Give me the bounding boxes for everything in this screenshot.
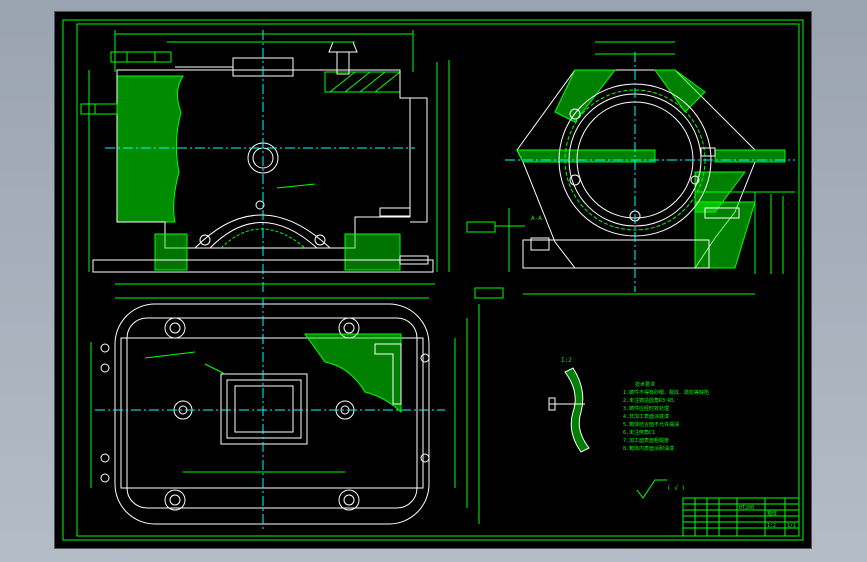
front-view — [80, 30, 525, 292]
front-bearing-arch — [194, 214, 331, 249]
front-vent-plug — [328, 41, 358, 53]
tech-req-line: 5.箱体结合面不允许漏油 — [623, 421, 679, 428]
technical-requirements-note: 技术要求 1.铸件不得有砂眼、裂纹、疏松等缺陷 2.未注铸造圆角R3~R5 3.… — [623, 381, 709, 499]
top-outer-outline — [114, 303, 430, 525]
top-boss-br — [338, 489, 360, 511]
front-body-outline — [116, 69, 411, 249]
front-bolt-hole — [379, 207, 411, 217]
detail-section-profile — [564, 367, 590, 453]
cad-viewport[interactable]: I:2 A-A 技术要求 1.铸件不得有砂眼、裂纹、疏松等缺陷 2.未注铸造圆角… — [54, 11, 812, 549]
top-inspection-frame — [220, 373, 308, 445]
title-drawing-name: 箱体 — [767, 510, 777, 517]
top-boss-bl — [164, 489, 186, 511]
top-inner-wall — [120, 337, 424, 489]
section-label: A-A — [531, 215, 542, 222]
sheet-outer-frame — [62, 19, 804, 541]
title-material: HT200 — [739, 505, 754, 511]
top-broken-section — [304, 333, 402, 414]
tech-req-line: 2.未注铸造圆角R3~R5 — [623, 397, 674, 404]
tech-req-line: 3.铸件应经时效处理 — [623, 405, 669, 412]
tech-req-line: 6.未注倒角C1 — [623, 429, 655, 436]
title-block: HT200 箱体 1:2 1/1 — [682, 497, 800, 537]
front-left-wall-section — [116, 75, 184, 223]
top-view — [90, 297, 480, 532]
side-cut-band-left — [516, 149, 656, 163]
tech-req-line: 1.铸件不得有砂眼、裂纹、疏松等缺陷 — [623, 389, 709, 396]
sheet-inner-frame — [76, 23, 800, 537]
roughness-symbol-paren: ( √ ) — [667, 485, 685, 492]
tech-req-line: 7.加工面表面粗糙度 — [623, 437, 669, 444]
front-tolerance-frame — [110, 51, 172, 63]
side-view — [466, 41, 795, 299]
detail-view: I:2 — [548, 357, 590, 453]
tech-req-line: 4.非加工表面涂底漆 — [623, 413, 669, 420]
tech-req-line: 技术要求 — [635, 381, 655, 388]
top-boss-tr — [338, 317, 360, 339]
top-boss-tl — [164, 317, 186, 339]
cad-drawing-canvas: I:2 A-A 技术要求 1.铸件不得有砂眼、裂纹、疏松等缺陷 2.未注铸造圆角… — [62, 19, 804, 541]
side-base — [522, 239, 710, 269]
title-scale: 1:2 — [767, 523, 776, 529]
title-sheet: 1/1 — [787, 523, 796, 529]
tech-req-line: 8.箱体内表面涂耐油漆 — [623, 445, 674, 452]
side-body-outline — [516, 69, 786, 269]
top-inspection-opening — [234, 385, 294, 433]
detail-label: I:2 — [561, 357, 572, 364]
side-upper-left-section — [554, 69, 617, 123]
front-top-boss-section — [324, 71, 401, 93]
roughness-symbol — [636, 479, 667, 499]
